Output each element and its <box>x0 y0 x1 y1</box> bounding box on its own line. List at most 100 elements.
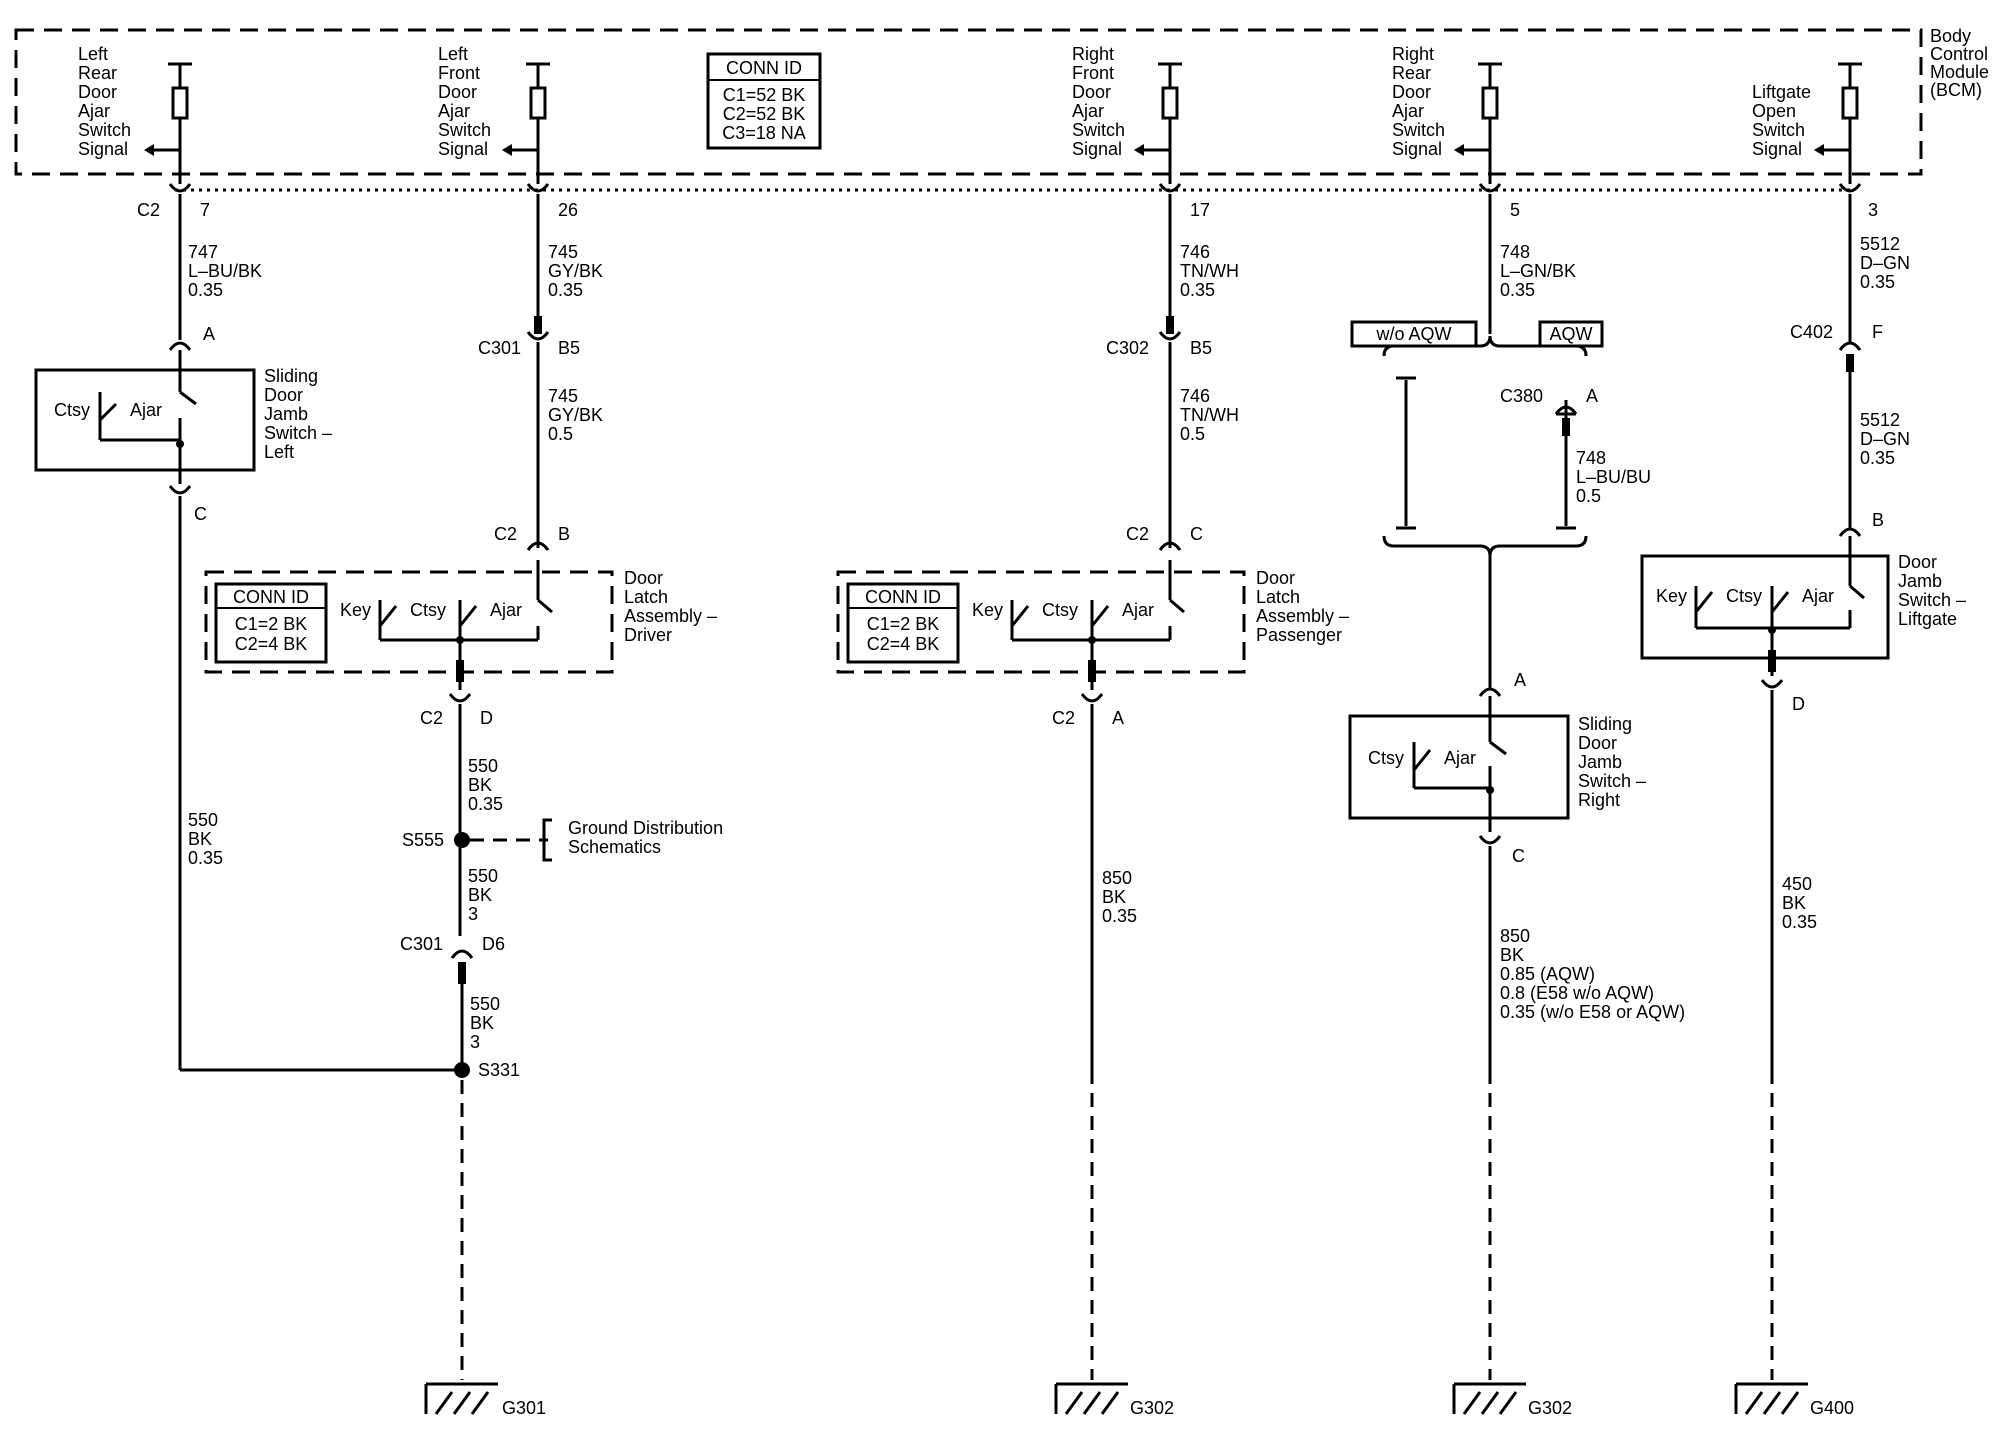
switch-contacts <box>1694 536 1865 676</box>
circuit-label-746: 746 TN/WH 0.35 <box>1180 242 1244 300</box>
pin-label: B5 <box>558 338 580 358</box>
circuit-label-745: 745 GY/BK 0.35 <box>548 242 608 300</box>
connector-symbol <box>1478 687 1502 697</box>
switch-contacts <box>1412 696 1507 832</box>
circuit-label-550: 550 BK 3 <box>468 866 503 924</box>
signal-input-right-rear <box>1454 62 1502 193</box>
pin-label: A <box>203 324 215 344</box>
component-label-latch-passenger: Door Latch Assembly – Passenger <box>1256 568 1354 645</box>
pin-label: F <box>1872 322 1883 342</box>
connector-symbol <box>526 541 550 551</box>
connector-label: C302 <box>1106 338 1149 358</box>
component-label-sliding-left: Sliding Door Jamb Switch – Left <box>264 366 337 462</box>
component-label-latch-driver: Door Latch Assembly – Driver <box>624 568 722 645</box>
ground-distribution-bracket <box>542 818 552 862</box>
signal-input-liftgate <box>1814 62 1862 193</box>
circuit-label-550: 550 BK 3 <box>470 994 505 1052</box>
pin-label: C <box>1190 524 1203 544</box>
switch-label-ctsy: Ctsy <box>1726 586 1762 606</box>
pin-label: B5 <box>1190 338 1212 358</box>
connector-symbol <box>1478 835 1502 845</box>
connector-symbol <box>1158 541 1182 551</box>
option-badge-without-aqw <box>1350 320 1478 348</box>
pin-label: C <box>1512 846 1525 866</box>
door-jamb-switch-liftgate <box>1640 554 1890 660</box>
signal-input-right-front <box>1134 62 1182 193</box>
connector-c380 <box>1554 405 1578 415</box>
door-latch-assembly-driver <box>204 570 614 674</box>
pin-label: C <box>194 504 207 524</box>
ground-label: G400 <box>1810 1398 1854 1418</box>
latch-conn-id-line: C2=4 BK <box>235 634 308 654</box>
splice-label: S555 <box>402 830 444 850</box>
component-label-sliding-right: Sliding Door Jamb Switch – Right <box>1578 714 1651 810</box>
switch-label-ajar: Ajar <box>130 400 162 420</box>
connector-label: C402 <box>1790 322 1833 342</box>
signal-input-left-rear <box>144 62 192 193</box>
switch-label-ajar: Ajar <box>1802 586 1834 606</box>
connector-label: C2 <box>420 708 443 728</box>
bcm-pin-label: 17 <box>1190 200 1210 220</box>
connector-label: C2 <box>1126 524 1149 544</box>
bcm-conn-id-line: C2=52 BK <box>723 104 806 124</box>
latch-conn-id-title: CONN ID <box>233 587 309 607</box>
pin-label: D <box>1792 694 1805 714</box>
connector-label: C2 <box>1052 708 1075 728</box>
option-label-without-aqw: w/o AQW <box>1375 324 1451 344</box>
connector-label: C2 <box>494 524 517 544</box>
option-brace-top <box>1382 335 1588 357</box>
bcm-pin-label: 26 <box>558 200 578 220</box>
connector-label: C301 <box>400 934 443 954</box>
bcm-conn-id-title: CONN ID <box>726 58 802 78</box>
bcm-pin-label: 3 <box>1868 200 1878 220</box>
ground-symbol-g301 <box>424 1382 498 1415</box>
sliding-door-jamb-switch-right <box>1348 714 1570 820</box>
latch-conn-id-box <box>846 582 960 664</box>
ground-label: G302 <box>1528 1398 1572 1418</box>
bcm-pin-label: 7 <box>200 200 210 220</box>
signal-label-liftgate: Liftgate Open Switch Signal <box>1752 82 1816 159</box>
switch-label-ctsy: Ctsy <box>410 600 446 620</box>
ground-symbol-g400 <box>1734 1382 1808 1415</box>
ground-distribution-label: Ground Distribution Schematics <box>568 818 728 857</box>
pin-label: A <box>1586 386 1598 406</box>
circuit-label-5512: 5512 D–GN 0.35 <box>1860 410 1915 468</box>
option-label-aqw: AQW <box>1550 324 1593 344</box>
switch-label-key: Key <box>1656 586 1687 606</box>
latch-conn-id-line: C2=4 BK <box>867 634 940 654</box>
circuit-label-850: 850 BK 0.85 (AQW) 0.8 (E58 w/o AQW) 0.35… <box>1500 926 1685 1022</box>
pin-label: B <box>1872 510 1884 530</box>
signal-label-right-rear: Right Rear Door Ajar Switch Signal <box>1392 44 1450 159</box>
latch-switch-contacts <box>1010 560 1185 690</box>
door-latch-assembly-passenger <box>836 570 1246 674</box>
latch-conn-id-title: CONN ID <box>865 587 941 607</box>
bcm-label: Body Control Module (BCM) <box>1930 26 1994 100</box>
option-brace-bottom <box>1382 535 1588 557</box>
connector-label: C380 <box>1500 386 1543 406</box>
switch-label-ajar: Ajar <box>490 600 522 620</box>
pin-label: B <box>558 524 570 544</box>
ground-symbol-g302 <box>1054 1382 1128 1415</box>
bcm-conn-id-line: C1=52 BK <box>723 85 806 105</box>
bcm-connector-label: C2 <box>137 200 160 220</box>
connector-symbol <box>448 693 472 703</box>
switch-label-ajar: Ajar <box>1122 600 1154 620</box>
connector-c302 <box>1158 331 1182 341</box>
splice-s555 <box>454 832 470 848</box>
circuit-label-450: 450 BK 0.35 <box>1782 874 1817 932</box>
circuit-label-745: 745 GY/BK 0.5 <box>548 386 608 444</box>
connector-symbol <box>1080 693 1104 703</box>
switch-label-key: Key <box>340 600 371 620</box>
circuit-label-5512: 5512 D–GN 0.35 <box>1860 234 1915 292</box>
connector-c301 <box>450 949 474 959</box>
switch-label-key: Key <box>972 600 1003 620</box>
circuit-label-746: 746 TN/WH 0.5 <box>1180 386 1244 444</box>
option-badge-aqw <box>1538 320 1604 348</box>
connector-label: C301 <box>478 338 521 358</box>
circuit-label-747: 747 L–BU/BK 0.35 <box>188 242 267 300</box>
connector-symbol <box>1838 527 1862 537</box>
latch-conn-id-box <box>214 582 328 664</box>
latch-conn-id-line: C1=2 BK <box>235 614 308 634</box>
circuit-label-550: 550 BK 0.35 <box>468 756 503 814</box>
